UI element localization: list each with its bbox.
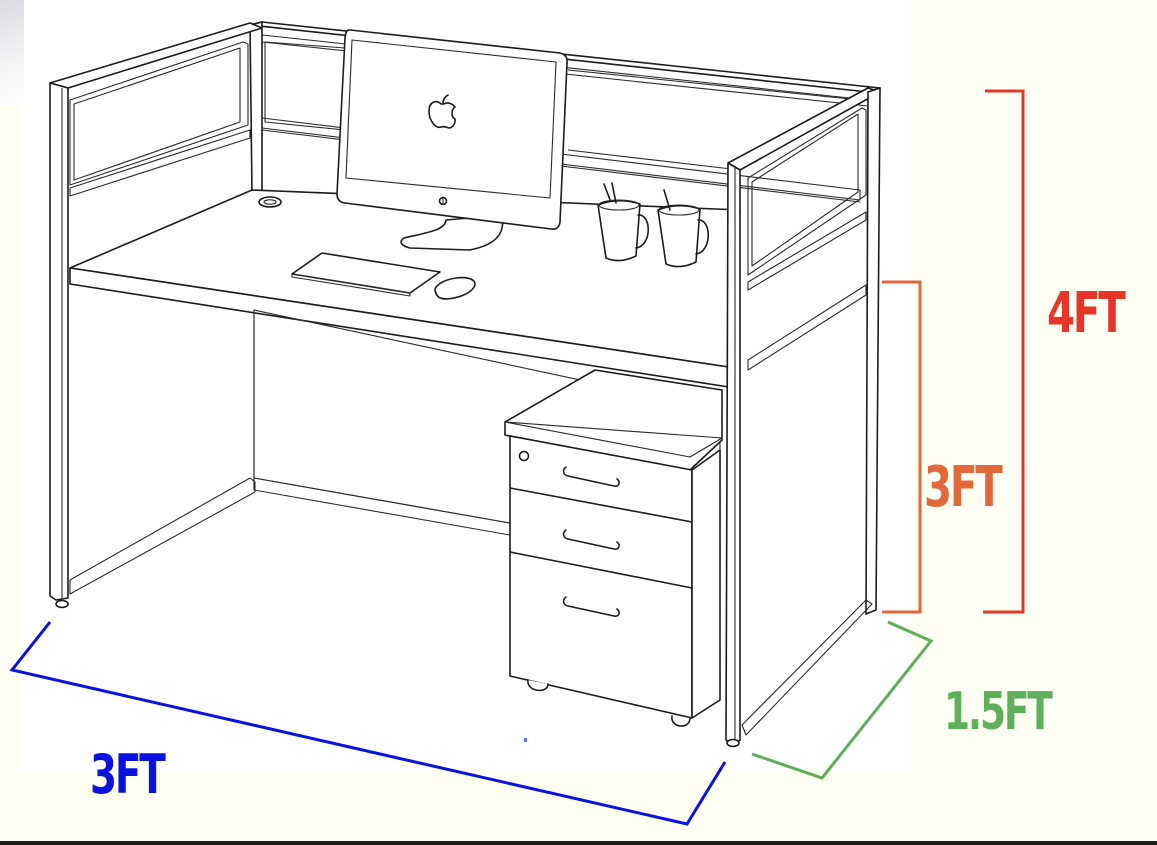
width-3ft-bracket — [9, 621, 727, 826]
drawer-handle-1 — [562, 466, 620, 487]
mug-left — [597, 182, 650, 262]
height-4ft-label: 4FT — [1047, 281, 1126, 346]
caster-front-left — [527, 679, 549, 692]
bottom-border — [0, 841, 1157, 845]
left-side-panel — [49, 22, 263, 609]
corner-shadow — [0, 0, 24, 105]
mouse — [434, 276, 476, 300]
height-3ft-label: 3FT — [924, 455, 1003, 520]
pedestal-drawer-unit — [504, 369, 723, 727]
mug-right — [657, 189, 710, 268]
height-3ft-bracket — [882, 280, 922, 614]
cable-grommet — [258, 196, 282, 208]
width-3ft-label: 3FT — [90, 743, 166, 806]
drawer-handle-3 — [562, 596, 620, 617]
stray-pixel — [524, 738, 527, 742]
caster-front-right — [671, 715, 691, 727]
lock-icon — [518, 450, 530, 462]
keyboard — [291, 252, 441, 297]
height-4ft-bracket — [983, 89, 1025, 614]
depth-1-5ft-bracket — [751, 620, 934, 780]
drawer-handle-2 — [562, 529, 620, 550]
right-side-panel — [725, 87, 881, 748]
depth-1-5ft-label: 1.5FT — [944, 682, 1053, 742]
apple-logo-icon — [428, 94, 456, 129]
monitor — [336, 29, 568, 251]
